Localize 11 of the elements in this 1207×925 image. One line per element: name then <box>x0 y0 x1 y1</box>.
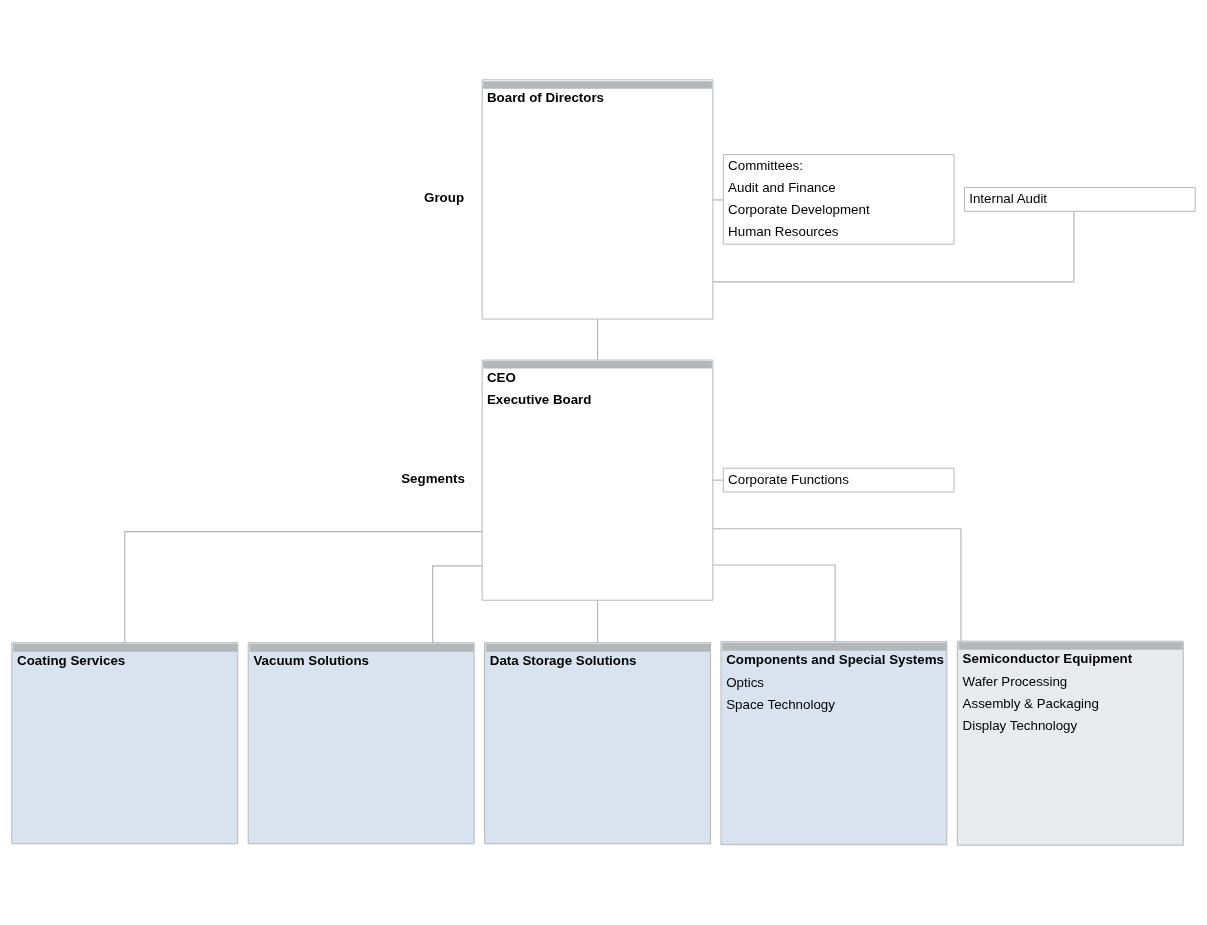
connector <box>596 318 599 361</box>
connector <box>712 528 962 642</box>
label: Group <box>424 190 465 206</box>
connector <box>712 564 836 643</box>
label: Segments <box>401 470 465 486</box>
connector <box>712 479 724 481</box>
connector <box>712 199 724 201</box>
connector <box>432 565 483 643</box>
connector <box>596 599 599 644</box>
connector <box>124 531 483 643</box>
connector <box>712 211 1075 283</box>
